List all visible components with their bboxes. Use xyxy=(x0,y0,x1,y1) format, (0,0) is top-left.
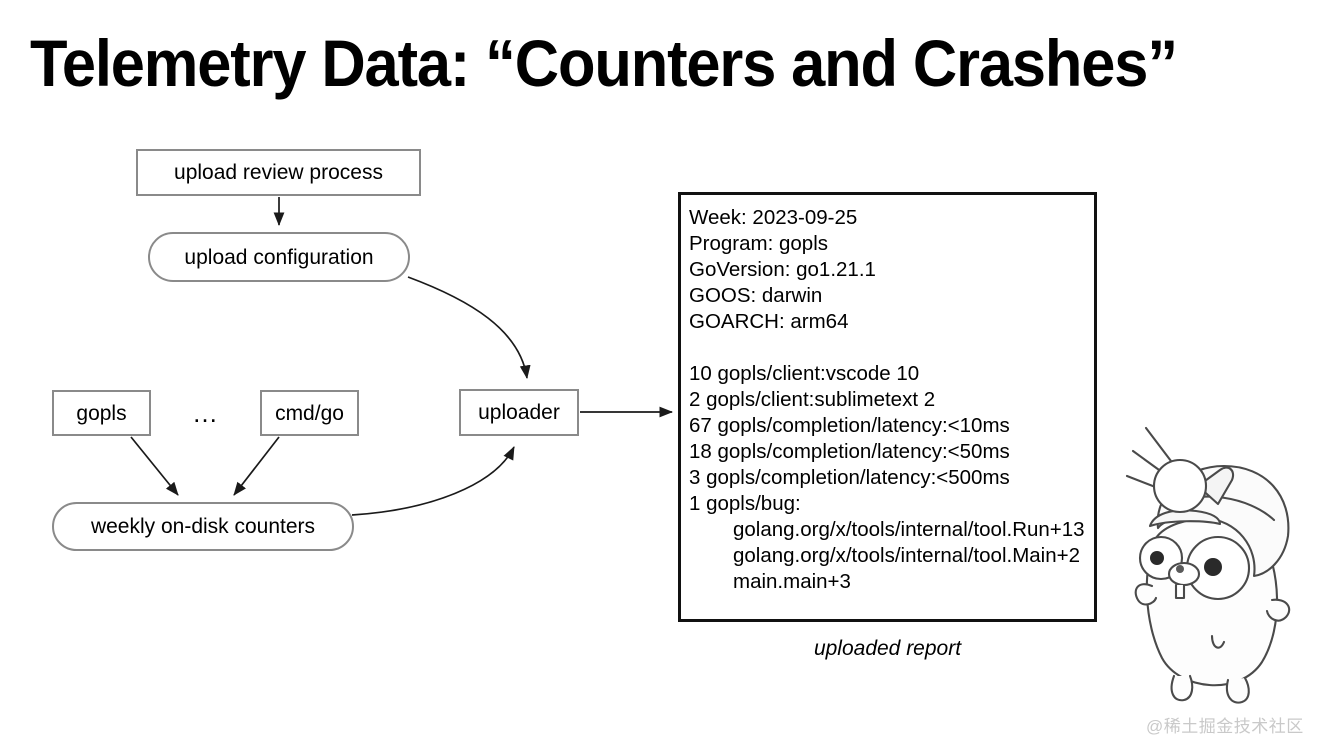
node-label: uploader xyxy=(478,401,560,424)
node-label: cmd/go xyxy=(275,401,344,425)
report-line: Week: 2023-09-25 xyxy=(689,206,858,229)
report-line: 67 gopls/completion/latency:<10ms xyxy=(689,414,1010,437)
node-label: upload review process xyxy=(174,161,383,184)
watermark-text: @稀土掘金技术社区 xyxy=(1146,717,1304,736)
report-caption: uploaded report xyxy=(813,637,962,660)
edge-counters-to-uploader xyxy=(351,446,515,516)
node-label: weekly on-disk counters xyxy=(90,515,316,538)
edge-config-to-uploader xyxy=(407,276,531,380)
node-label: upload configuration xyxy=(184,245,374,269)
node-label: gopls xyxy=(76,401,127,425)
node-weekly-on-disk-counters[interactable]: weekly on-disk counters xyxy=(52,502,354,551)
report-line: 18 gopls/completion/latency:<50ms xyxy=(689,440,1010,463)
node-upload-configuration[interactable]: upload configuration xyxy=(148,232,410,282)
report-line: golang.org/x/tools/internal/tool.Run+13 xyxy=(733,518,1085,541)
node-uploader[interactable]: uploader xyxy=(459,389,579,436)
report-line: GoVersion: go1.21.1 xyxy=(689,258,876,281)
report-line: golang.org/x/tools/internal/tool.Main+2 xyxy=(733,544,1081,567)
edge-cmdgo-to-counters xyxy=(233,436,280,496)
node-upload-review-process[interactable]: upload review process xyxy=(136,149,421,196)
report-line: 2 gopls/client:sublimetext 2 xyxy=(689,388,936,411)
edge-gopls-to-counters xyxy=(130,436,179,496)
report-line: Program: gopls xyxy=(689,232,829,255)
go-gopher-mascot-icon xyxy=(1125,426,1291,704)
report-line-spacer xyxy=(689,335,1094,361)
report-line: 1 gopls/bug: xyxy=(689,492,801,515)
report-line: 10 gopls/client:vscode 10 xyxy=(689,362,920,385)
report-line: main.main+3 xyxy=(733,570,851,593)
node-cmd-go[interactable]: cmd/go xyxy=(260,390,359,436)
page-title: Telemetry Data: “Counters and Crashes” xyxy=(30,26,1178,100)
node-gopls[interactable]: gopls xyxy=(52,390,151,436)
ellipsis-separator: … xyxy=(192,398,220,428)
report-line: 3 gopls/completion/latency:<500ms xyxy=(689,466,1010,489)
report-line: GOARCH: arm64 xyxy=(689,310,849,333)
report-line: GOOS: darwin xyxy=(689,284,823,307)
